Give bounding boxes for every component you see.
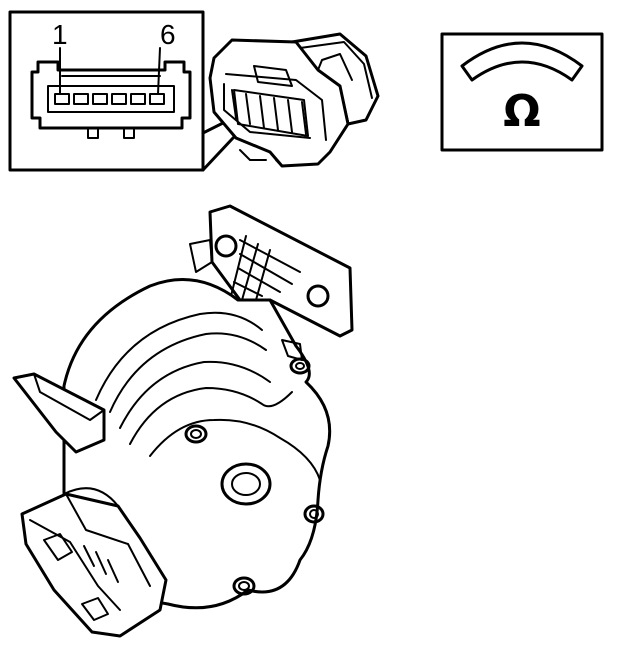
component-illustration [12,204,354,638]
connector-face [30,60,192,139]
meter-symbol: Ω [503,86,540,137]
flange-hole-left [214,234,238,258]
ohmmeter-icon: Ω [440,32,604,152]
connector-pin-3 [92,93,108,105]
meter-scale-arc [460,41,584,82]
connector-pin-1 [54,93,70,105]
connector-pin-2 [73,93,89,105]
inset-pointer-line-lower [201,136,235,172]
flange-hole-right [306,284,330,308]
pin-label-last: 6 [160,19,176,50]
pin-label-first: 1 [52,19,68,50]
meter-box-frame [440,32,604,152]
pin-6-leader [157,47,161,95]
connector-pin-5 [130,93,146,105]
connector-inset: 1 6 [8,10,235,172]
connector-inset-frame [8,10,205,172]
connector-plug-icon [208,32,380,168]
connector-pins [54,93,165,105]
center-hub [220,462,272,506]
connector-pin-6 [149,93,165,105]
connector-pin-4 [111,93,127,105]
